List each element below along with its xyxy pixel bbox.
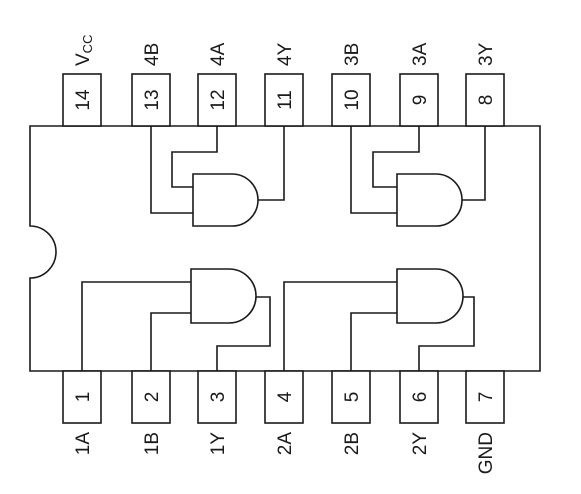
pin-10: 10 3B (331, 43, 371, 127)
pin-label: 4B (142, 43, 163, 66)
pin-number: 3 (208, 392, 229, 403)
pin-12: 12 4A (197, 42, 237, 127)
pin-label: 1Y (208, 432, 229, 456)
pin-label: 3Y (476, 42, 497, 66)
and-gate-1 (81, 268, 271, 371)
pin-3: 3 1Y (197, 370, 237, 456)
pin-number: 14 (73, 89, 94, 111)
pin-number: 7 (476, 392, 497, 403)
pin-7: 7 GND (465, 370, 505, 474)
pin-5: 5 2B (331, 370, 371, 455)
pin-number: 1 (73, 392, 94, 403)
pin-1: 1 1A (62, 370, 102, 456)
pin-number: 13 (142, 89, 163, 110)
pin-number: 10 (342, 89, 363, 110)
and-gate-2 (283, 268, 475, 371)
pin-number: 12 (208, 89, 229, 110)
and-gate-4 (150, 126, 285, 227)
bottom-pins: 1 1A 2 1B 3 1Y 4 2A 5 2B 6 2Y (62, 370, 505, 474)
pin-label: 3A (410, 42, 431, 66)
pin-13: 13 4B (131, 43, 171, 127)
pin-11: 11 4Y (264, 42, 304, 127)
pin-label: 4Y (275, 42, 296, 66)
pin-label: 3B (342, 43, 363, 66)
pin-6: 6 2Y (399, 370, 439, 456)
pin-number: 8 (476, 95, 497, 106)
pin-label: 4A (208, 42, 229, 66)
pin-label: 2Y (410, 432, 431, 456)
pin-9: 9 3A (399, 42, 439, 127)
pin-14: 14 VCC (62, 35, 102, 127)
pin-label: GND (476, 432, 497, 474)
top-pins: 14 VCC 13 4B 12 4A 11 4Y 10 3B 9 3A (62, 35, 505, 127)
pin-number: 2 (142, 392, 163, 403)
pin-label: VCC (73, 35, 95, 66)
pin-2: 2 1B (131, 370, 171, 455)
pin-number: 11 (275, 90, 296, 110)
pin-number: 9 (410, 95, 431, 106)
pin-number: 4 (275, 391, 296, 402)
pin-label: 1A (73, 432, 94, 456)
pin-number: 5 (342, 392, 363, 403)
pin-4: 4 2A (264, 370, 304, 456)
and-gate-3 (350, 126, 486, 227)
pin-number: 6 (410, 392, 431, 403)
pin-label: 2A (275, 432, 296, 456)
pin-label: 1B (142, 432, 163, 455)
pin-label: 2B (342, 432, 363, 455)
pin-8: 8 3Y (465, 42, 505, 127)
chip-body (29, 125, 541, 372)
